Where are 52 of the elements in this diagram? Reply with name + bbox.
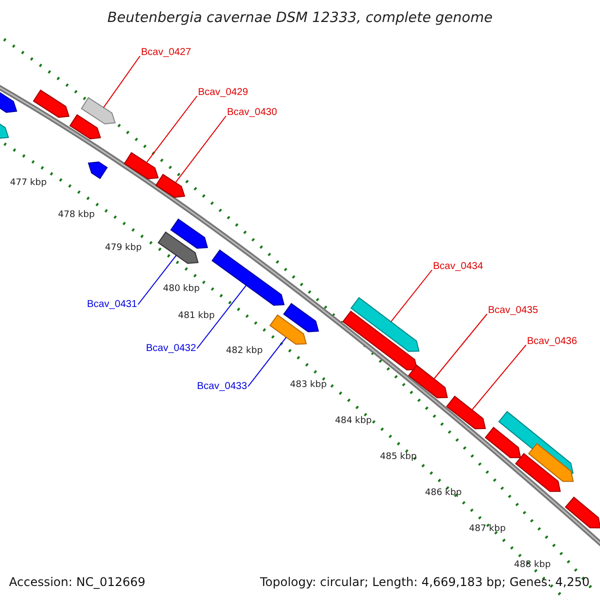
- leader-line: [390, 270, 432, 322]
- position-label: 480 kbp: [163, 284, 200, 294]
- gene-label: Bcav_0427: [141, 47, 192, 58]
- leader-line: [175, 116, 226, 184]
- gene-feature: [515, 452, 561, 492]
- gene-feature: [408, 364, 448, 398]
- position-label: 479 kbp: [105, 243, 142, 253]
- gene-feature: [528, 442, 574, 482]
- footer-note: Accession: NC_012669: [9, 575, 146, 589]
- gene-feature: [212, 249, 285, 306]
- gene-feature: [170, 218, 208, 249]
- gene-feature: [158, 231, 199, 264]
- position-label: 483 kbp: [290, 380, 327, 390]
- diagram-title: Beutenbergia cavernae DSM 12333, complete genome: [106, 10, 494, 26]
- gene-feature: [124, 152, 159, 180]
- gene-feature: [283, 302, 320, 332]
- leader-line: [248, 336, 287, 387]
- position-label: 484 kbp: [335, 416, 372, 426]
- footer-note: Topology: circular; Length: 4,669,183 bp; Genes: 4,250: [260, 575, 590, 589]
- gene-label: Bcav_0430: [227, 107, 278, 118]
- position-label: 482 kbp: [226, 346, 263, 356]
- gene-label: Bcav_0431: [87, 299, 138, 310]
- gene-label: Bcav_0429: [198, 87, 248, 98]
- leader-line: [196, 284, 247, 349]
- position-label: 477 kbp: [10, 178, 47, 188]
- gene-label: Bcav_0435: [488, 305, 538, 316]
- gene-feature: [155, 174, 186, 198]
- gene-feature: [69, 114, 102, 140]
- leader-line: [472, 344, 526, 410]
- position-label: 478 kbp: [58, 210, 95, 220]
- gene-feature: [484, 426, 522, 458]
- leader-line: [138, 254, 177, 305]
- gene-feature: [446, 396, 486, 430]
- leader-line: [434, 314, 488, 380]
- gene-feature: [32, 90, 70, 118]
- gene-feature: [80, 97, 116, 124]
- gene-feature: [350, 297, 420, 352]
- position-label: 488 kbp: [514, 560, 551, 570]
- position-label: 486 kbp: [425, 488, 462, 498]
- gene-feature: [564, 496, 600, 528]
- leader-line: [146, 96, 198, 164]
- gene-feature: [342, 310, 418, 370]
- leader-line: [103, 56, 140, 108]
- gene-label: Bcav_0434: [433, 261, 484, 272]
- gene-label: Bcav_0433: [197, 381, 248, 392]
- gene-feature: [269, 314, 307, 345]
- position-label: 485 kbp: [380, 452, 417, 462]
- gene-feature: [88, 161, 108, 180]
- position-label: 481 kbp: [178, 311, 215, 321]
- gene-label: Bcav_0432: [146, 343, 196, 354]
- gene-label: Bcav_0436: [527, 336, 578, 347]
- position-label: 487 kbp: [469, 524, 506, 534]
